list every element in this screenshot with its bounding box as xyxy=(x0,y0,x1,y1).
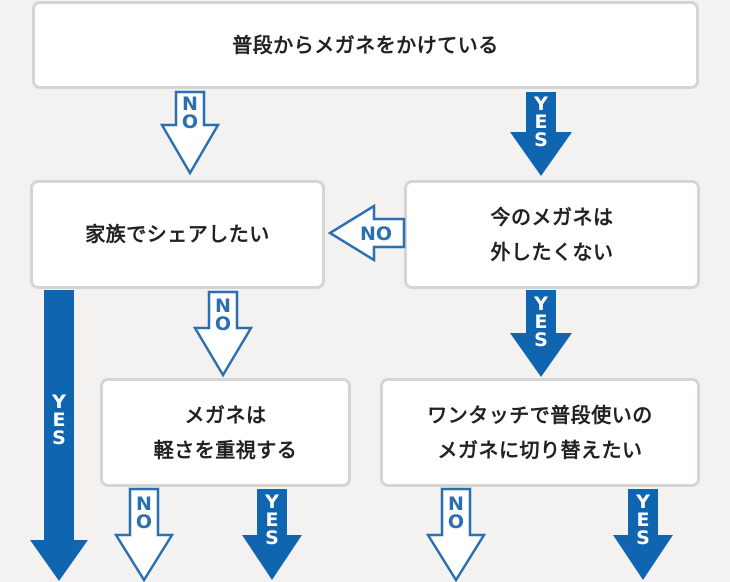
question-share-family-box: 家族でシェアしたい xyxy=(30,180,325,289)
question-wear-glasses-text: 普段からメガネをかけている xyxy=(232,32,499,57)
question-keep-glasses-line2: 外したくない xyxy=(490,239,614,264)
no-arrow-left: NO xyxy=(327,203,406,263)
question-switch-box: ワンタッチで普段使いの メガネに切り替えたい xyxy=(380,378,700,487)
question-switch-line2: メガネに切り替えたい xyxy=(437,437,643,462)
no-label-left: NO xyxy=(360,223,392,245)
question-keep-glasses-box: 今のメガネは 外したくない xyxy=(404,180,700,289)
question-light-box: メガネは 軽さを重視する xyxy=(100,378,351,487)
question-switch-line1: ワンタッチで普段使いの xyxy=(427,402,653,427)
question-keep-glasses-line1: 今のメガネは xyxy=(490,204,614,229)
question-wear-glasses-box: 普段からメガネをかけている xyxy=(32,1,699,89)
question-share-family-text: 家族でシェアしたい xyxy=(85,222,270,246)
question-light-line2: 軽さを重視する xyxy=(153,437,298,462)
question-light-line1: メガネは xyxy=(184,402,267,427)
